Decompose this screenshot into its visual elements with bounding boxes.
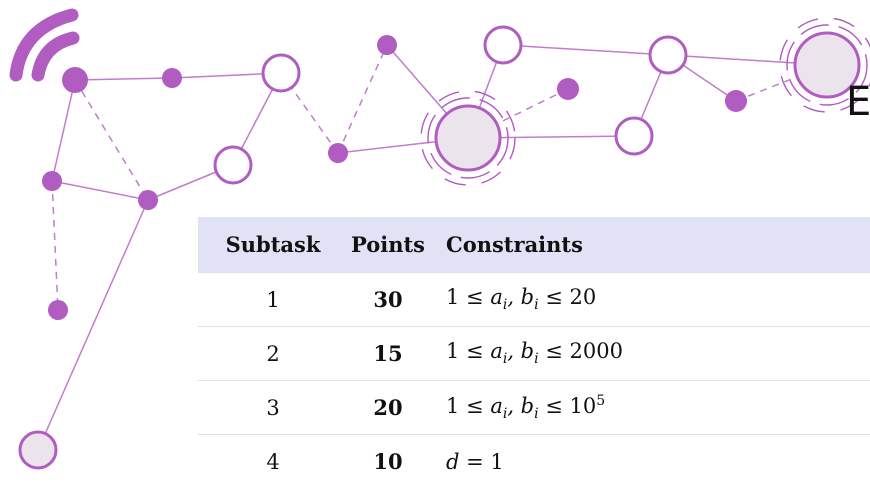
column-header-subtask: Subtask: [198, 217, 348, 273]
points-cell: 20: [348, 381, 428, 435]
subtask-cell: 3: [198, 381, 348, 435]
subtask-cell: 1: [198, 273, 348, 327]
subtask-cell: 2: [198, 327, 348, 381]
table-row: 4 10 d = 1: [198, 435, 870, 488]
table-row: 1 30 1 ≤ ai, bi ≤ 20: [198, 273, 870, 327]
subtask-table: Subtask Points Constraints 1 30 1 ≤ ai, …: [198, 217, 870, 488]
corner-letter: E: [846, 82, 870, 122]
points-cell: 30: [348, 273, 428, 327]
subtask-cell: 4: [198, 435, 348, 488]
column-header-points: Points: [348, 217, 428, 273]
table-header-row: Subtask Points Constraints: [198, 217, 870, 273]
table-row: 2 15 1 ≤ ai, bi ≤ 2000: [198, 327, 870, 381]
wifi-icon: [16, 15, 73, 75]
column-header-constraints: Constraints: [428, 217, 870, 273]
constraint-cell: 1 ≤ ai, bi ≤ 105: [428, 381, 870, 435]
points-cell: 15: [348, 327, 428, 381]
constraint-cell: 1 ≤ ai, bi ≤ 2000: [428, 327, 870, 381]
points-cell: 10: [348, 435, 428, 488]
constraint-cell: 1 ≤ ai, bi ≤ 20: [428, 273, 870, 327]
table-row: 3 20 1 ≤ ai, bi ≤ 105: [198, 381, 870, 435]
constraint-cell: d = 1: [428, 435, 870, 488]
